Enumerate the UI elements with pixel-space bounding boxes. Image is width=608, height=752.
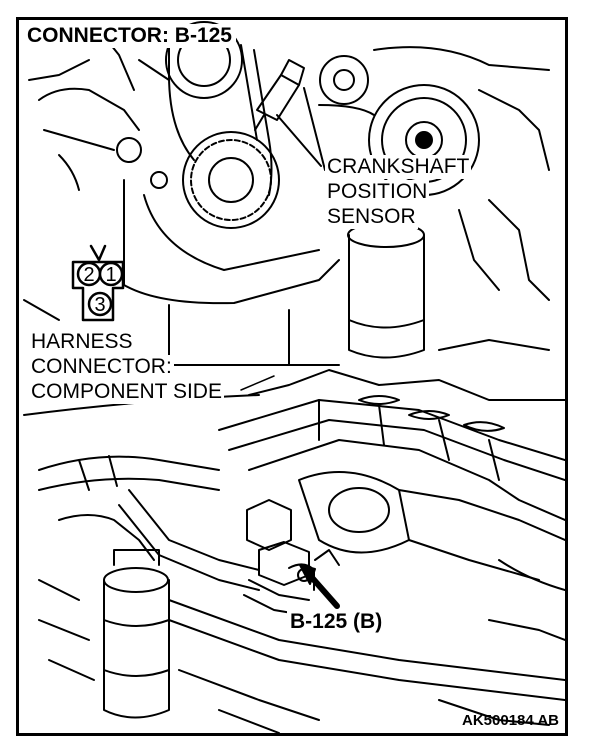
page-title: CONNECTOR: B-125 — [25, 24, 236, 48]
connector-location-label: B-125 (B) — [287, 610, 386, 634]
pin-1-number: 1 — [105, 264, 116, 286]
harness-label-line-2: CONNECTOR: — [29, 355, 174, 379]
sensor-label-line-3: SENSOR — [325, 205, 418, 229]
crankshaft-position-sensor — [256, 74, 300, 121]
pin-3 — [87, 291, 113, 317]
sensor-label-line-2: POSITION — [325, 180, 430, 204]
timing-belt-area — [23, 21, 550, 366]
connector-symbol: 2 1 3 — [71, 244, 125, 322]
pin-2-number: 2 — [83, 264, 94, 286]
engine-illustration: 2 1 3 — [23, 21, 565, 733]
harness-leader — [240, 375, 275, 391]
pin-1 — [98, 261, 124, 287]
crankshaft-sprocket — [182, 131, 280, 229]
reference-code: AK500184 AB — [462, 712, 559, 729]
harness-label-line-3: COMPONENT SIDE — [29, 380, 224, 404]
intake-manifold-area — [23, 369, 565, 733]
connector-b125 — [246, 499, 292, 551]
sensor-label-line-1: CRANKSHAFT — [325, 155, 472, 179]
diagram-frame: 2 1 3 — [16, 17, 568, 736]
harness-label-line-1: HARNESS — [29, 330, 135, 354]
pin-3-number: 3 — [94, 294, 105, 316]
